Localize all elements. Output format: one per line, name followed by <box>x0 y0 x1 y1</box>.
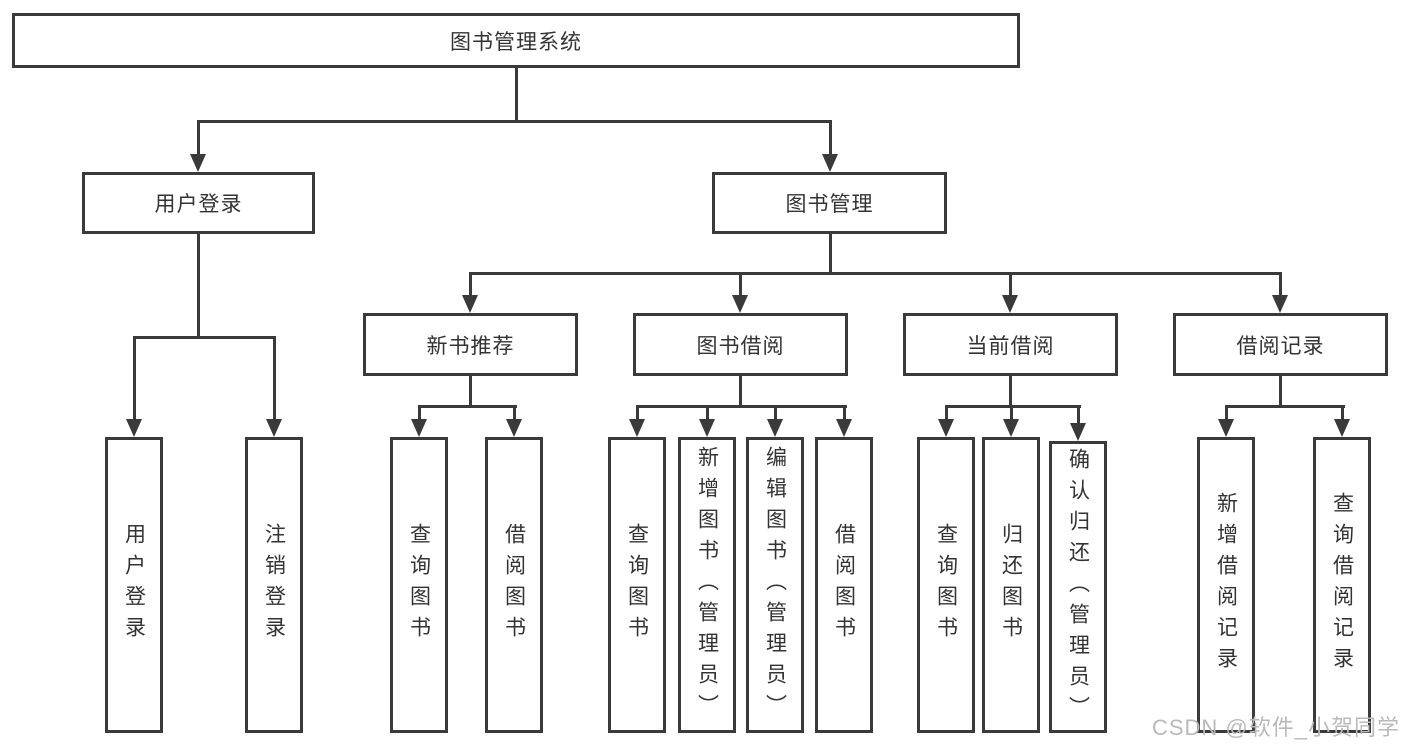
node-label: 借阅记录 <box>1236 334 1325 358</box>
leaf-logout: 注销登录 <box>245 437 303 733</box>
arrow-down-icon <box>629 419 645 437</box>
arrow-down-icon <box>1272 295 1288 313</box>
arrow-down-icon <box>822 154 838 172</box>
connector-line <box>706 405 709 419</box>
connector-line <box>1009 376 1012 405</box>
leaf-query-borrow-record: 查询借阅记录 <box>1313 437 1371 733</box>
node-library-system: 图书管理系统 <box>12 13 1020 68</box>
leaf-query-books-1: 查询图书 <box>390 437 448 733</box>
connector-line <box>829 234 832 272</box>
connector-line <box>1225 405 1345 408</box>
leaf-add-book-admin: 新增图书（管理员） <box>678 437 736 733</box>
leaf-borrow-books-1: 借阅图书 <box>485 437 543 733</box>
leaf-borrow-books-2: 借阅图书 <box>815 437 873 733</box>
connector-line <box>418 405 517 408</box>
connector-line <box>1010 405 1013 419</box>
connector-line <box>739 376 742 405</box>
connector-line <box>418 405 421 419</box>
leaf-user-login: 用户登录 <box>105 437 163 733</box>
node-label: 归还图书 <box>999 523 1023 647</box>
node-label: 注销登录 <box>262 523 286 647</box>
connector-line <box>469 376 472 405</box>
connector-line <box>945 405 948 419</box>
leaf-confirm-return-admin: 确认归还（管理员） <box>1049 441 1107 733</box>
connector-line <box>1225 405 1228 419</box>
node-label: 当前借阅 <box>966 334 1055 358</box>
node-label: 借阅图书 <box>502 523 526 647</box>
leaf-query-books-2: 查询图书 <box>608 437 666 733</box>
arrow-down-icon <box>1003 419 1019 437</box>
csdn-watermark: CSDN @软件_小贺同学 <box>1151 715 1400 740</box>
connector-line <box>829 120 832 154</box>
arrow-down-icon <box>1218 419 1234 437</box>
arrow-down-icon <box>126 419 142 437</box>
leaf-add-borrow-record: 新增借阅记录 <box>1197 437 1255 733</box>
connector-line <box>945 405 1081 408</box>
node-current-borrowing: 当前借阅 <box>903 313 1118 376</box>
arrow-down-icon <box>506 419 522 437</box>
connector-line <box>197 120 200 154</box>
node-label: 借阅图书 <box>832 523 856 647</box>
arrow-down-icon <box>836 419 852 437</box>
node-user-login: 用户登录 <box>82 172 315 234</box>
connector-line <box>1077 405 1080 423</box>
node-book-management: 图书管理 <box>712 172 947 234</box>
arrow-down-icon <box>699 419 715 437</box>
arrow-down-icon <box>938 419 954 437</box>
node-label: 用户登录 <box>122 523 146 647</box>
connector-line <box>636 405 639 419</box>
arrow-down-icon <box>767 419 783 437</box>
node-label: 查询借阅记录 <box>1330 492 1354 678</box>
connector-line <box>774 405 777 419</box>
connector-line <box>133 336 136 419</box>
connector-line <box>636 405 847 408</box>
node-borrowing-records: 借阅记录 <box>1173 313 1388 376</box>
node-label: 新增借阅记录 <box>1214 492 1238 678</box>
connector-line <box>1279 376 1282 405</box>
connector-line <box>273 336 276 419</box>
connector-line <box>515 68 518 120</box>
node-label: 确认归还（管理员） <box>1066 447 1090 727</box>
leaf-return-books: 归还图书 <box>982 437 1040 733</box>
node-label: 用户登录 <box>154 193 243 216</box>
arrow-down-icon <box>732 295 748 313</box>
connector-line <box>197 234 200 336</box>
node-label: 图书借阅 <box>696 334 785 358</box>
connector-line <box>1009 272 1012 295</box>
connector-line <box>843 405 846 419</box>
node-book-borrowing: 图书借阅 <box>633 313 848 376</box>
leaf-edit-book-admin: 编辑图书（管理员） <box>746 437 804 733</box>
connector-line <box>469 272 472 295</box>
arrow-down-icon <box>1070 423 1086 441</box>
node-label: 查询图书 <box>625 523 649 647</box>
node-label: 图书管理 <box>785 193 874 216</box>
connector-line <box>513 405 516 419</box>
arrow-down-icon <box>190 154 206 172</box>
arrow-down-icon <box>1334 419 1350 437</box>
node-new-book-recommend: 新书推荐 <box>363 313 578 376</box>
node-label: 查询图书 <box>934 523 958 647</box>
node-label: 编辑图书（管理员） <box>763 445 787 725</box>
node-label: 查询图书 <box>407 523 431 647</box>
connector-line <box>197 120 832 123</box>
node-label: 新书推荐 <box>426 334 515 358</box>
connector-line <box>739 272 742 295</box>
arrow-down-icon <box>1002 295 1018 313</box>
node-label: 新增图书（管理员） <box>695 445 719 725</box>
leaf-query-books-3: 查询图书 <box>917 437 975 733</box>
connector-line <box>469 272 1282 275</box>
arrow-down-icon <box>266 419 282 437</box>
arrow-down-icon <box>411 419 427 437</box>
node-label: 图书管理系统 <box>450 30 582 54</box>
connector-line <box>1341 405 1344 419</box>
connector-line <box>1279 272 1282 295</box>
connector-line <box>133 336 276 339</box>
arrow-down-icon <box>462 295 478 313</box>
